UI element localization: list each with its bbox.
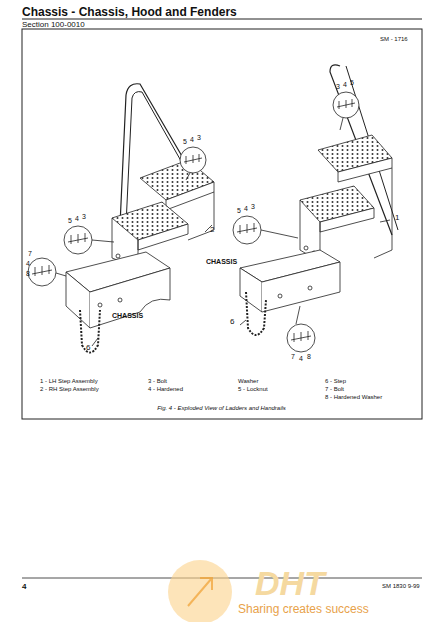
legend-item: 3 - Bolt <box>148 378 167 385</box>
legend-item: 5 - Locknut <box>238 386 268 393</box>
callout-number: 3 <box>82 213 86 221</box>
legend-item: 6 - Step <box>325 378 346 385</box>
callout-number: 1 <box>395 214 399 223</box>
callout-number: 5 <box>183 138 187 146</box>
callout-number: 3 <box>251 203 255 211</box>
part-label: CHASSIS <box>112 312 143 320</box>
figure-code: SM - 1716 <box>380 36 408 43</box>
callout-number: 3 <box>197 134 201 142</box>
callout-number: 3 <box>336 83 340 91</box>
page-number: 4 <box>22 583 26 592</box>
figure-caption: Fig. 4 - Exploded View of Ladders and Ha… <box>0 405 443 412</box>
callout-number: 5 <box>350 79 354 87</box>
callout-number: 5 <box>237 207 241 215</box>
callout-number: 4 <box>343 81 347 89</box>
callout-number: 8 <box>26 270 30 278</box>
callout-number: 7 <box>291 353 295 361</box>
callout-number: 4 <box>26 260 30 268</box>
callout-number: 2 <box>210 226 214 235</box>
callout-number: 6 <box>230 318 234 327</box>
watermark: Sharing creates success <box>238 603 369 616</box>
callout-number: 5 <box>68 217 72 225</box>
legend-item: 8 - Hardened Washer <box>325 394 382 401</box>
callout-number: 4 <box>75 215 79 223</box>
part-label: CHASSIS <box>206 258 237 266</box>
legend-item: 4 - Hardened <box>148 386 183 393</box>
callout-number: 4 <box>190 136 194 144</box>
document-code: SM 1830 9-99 <box>382 583 420 590</box>
watermark: DHT <box>255 565 325 602</box>
callout-number: 6 <box>86 344 90 353</box>
legend-item: 2 - RH Step Assembly <box>40 386 99 393</box>
page-title: Chassis - Chassis, Hood and Fenders <box>22 6 237 19</box>
section-number: Section 100-0010 <box>22 21 85 30</box>
callout-number: 4 <box>244 205 248 213</box>
callout-number: 8 <box>307 353 311 361</box>
callout-number: 7 <box>28 250 32 258</box>
legend-item: 1 - LH Step Assembly <box>40 378 98 385</box>
legend-item: Washer <box>238 378 258 385</box>
callout-number: 4 <box>299 355 303 363</box>
legend-item: 7 - Bolt <box>325 386 344 393</box>
